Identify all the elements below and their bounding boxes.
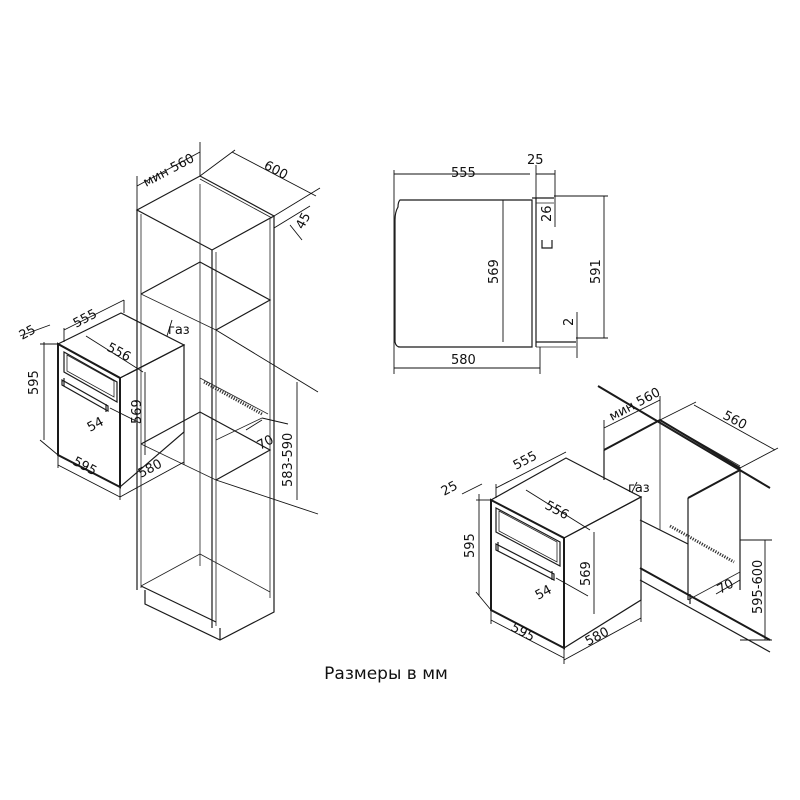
label-oven-right-height-595: 595	[463, 533, 478, 558]
caption-text: Размеры в мм	[324, 664, 448, 684]
label-cabinet-niche-height: 583-590	[281, 433, 296, 487]
label-oven-right-height-569: 569	[579, 561, 594, 586]
label-oven-left-handle-54: 54	[85, 415, 107, 436]
label-oven-left-depth-555: 555	[71, 307, 100, 332]
under-counter-drawing	[597, 385, 779, 653]
label-cabinet-min-width: мин 560	[141, 151, 197, 190]
label-oven-right-front-25: 25	[439, 479, 461, 500]
label-cabinet-depth: 600	[261, 158, 290, 183]
label-oven-right-handle-54: 54	[533, 583, 555, 604]
label-side-depth-555: 555	[451, 166, 476, 181]
label-side-depth-580: 580	[451, 353, 476, 368]
side-view-drawing	[393, 165, 608, 374]
label-oven-left-depth-580: 580	[136, 457, 165, 482]
label-counter-depth: 560	[720, 408, 749, 433]
label-side-height-591: 591	[589, 259, 604, 284]
label-cabinet-niche-depth: 70	[255, 433, 277, 454]
label-oven-right-gas: газ	[628, 481, 650, 496]
label-oven-left-height-595: 595	[27, 370, 42, 395]
tall-cabinet-drawing	[135, 142, 321, 641]
label-side-bottom-2: 2	[562, 318, 577, 326]
label-oven-left-width-595: 595	[70, 454, 99, 479]
label-side-height-569: 569	[487, 259, 502, 284]
label-oven-left-height-569: 569	[130, 399, 145, 424]
label-cabinet-gap: 45	[293, 210, 314, 232]
label-side-front-25: 25	[527, 153, 544, 168]
label-oven-left-gas: газ	[168, 323, 190, 338]
oven-left-drawing	[19, 299, 186, 500]
label-oven-left-width-556: 556	[104, 340, 133, 365]
label-oven-left-front-25: 25	[17, 323, 39, 344]
caption: Размеры в мм	[0, 664, 800, 684]
label-counter-niche-height: 595-600	[751, 560, 766, 614]
label-counter-niche-depth: 70	[715, 577, 737, 598]
label-oven-right-depth-580: 580	[583, 625, 612, 650]
label-oven-right-depth-555: 555	[511, 449, 540, 474]
label-side-top-26: 26	[540, 205, 555, 222]
oven-right-drawing	[461, 451, 643, 664]
label-oven-right-width-556: 556	[542, 498, 571, 523]
